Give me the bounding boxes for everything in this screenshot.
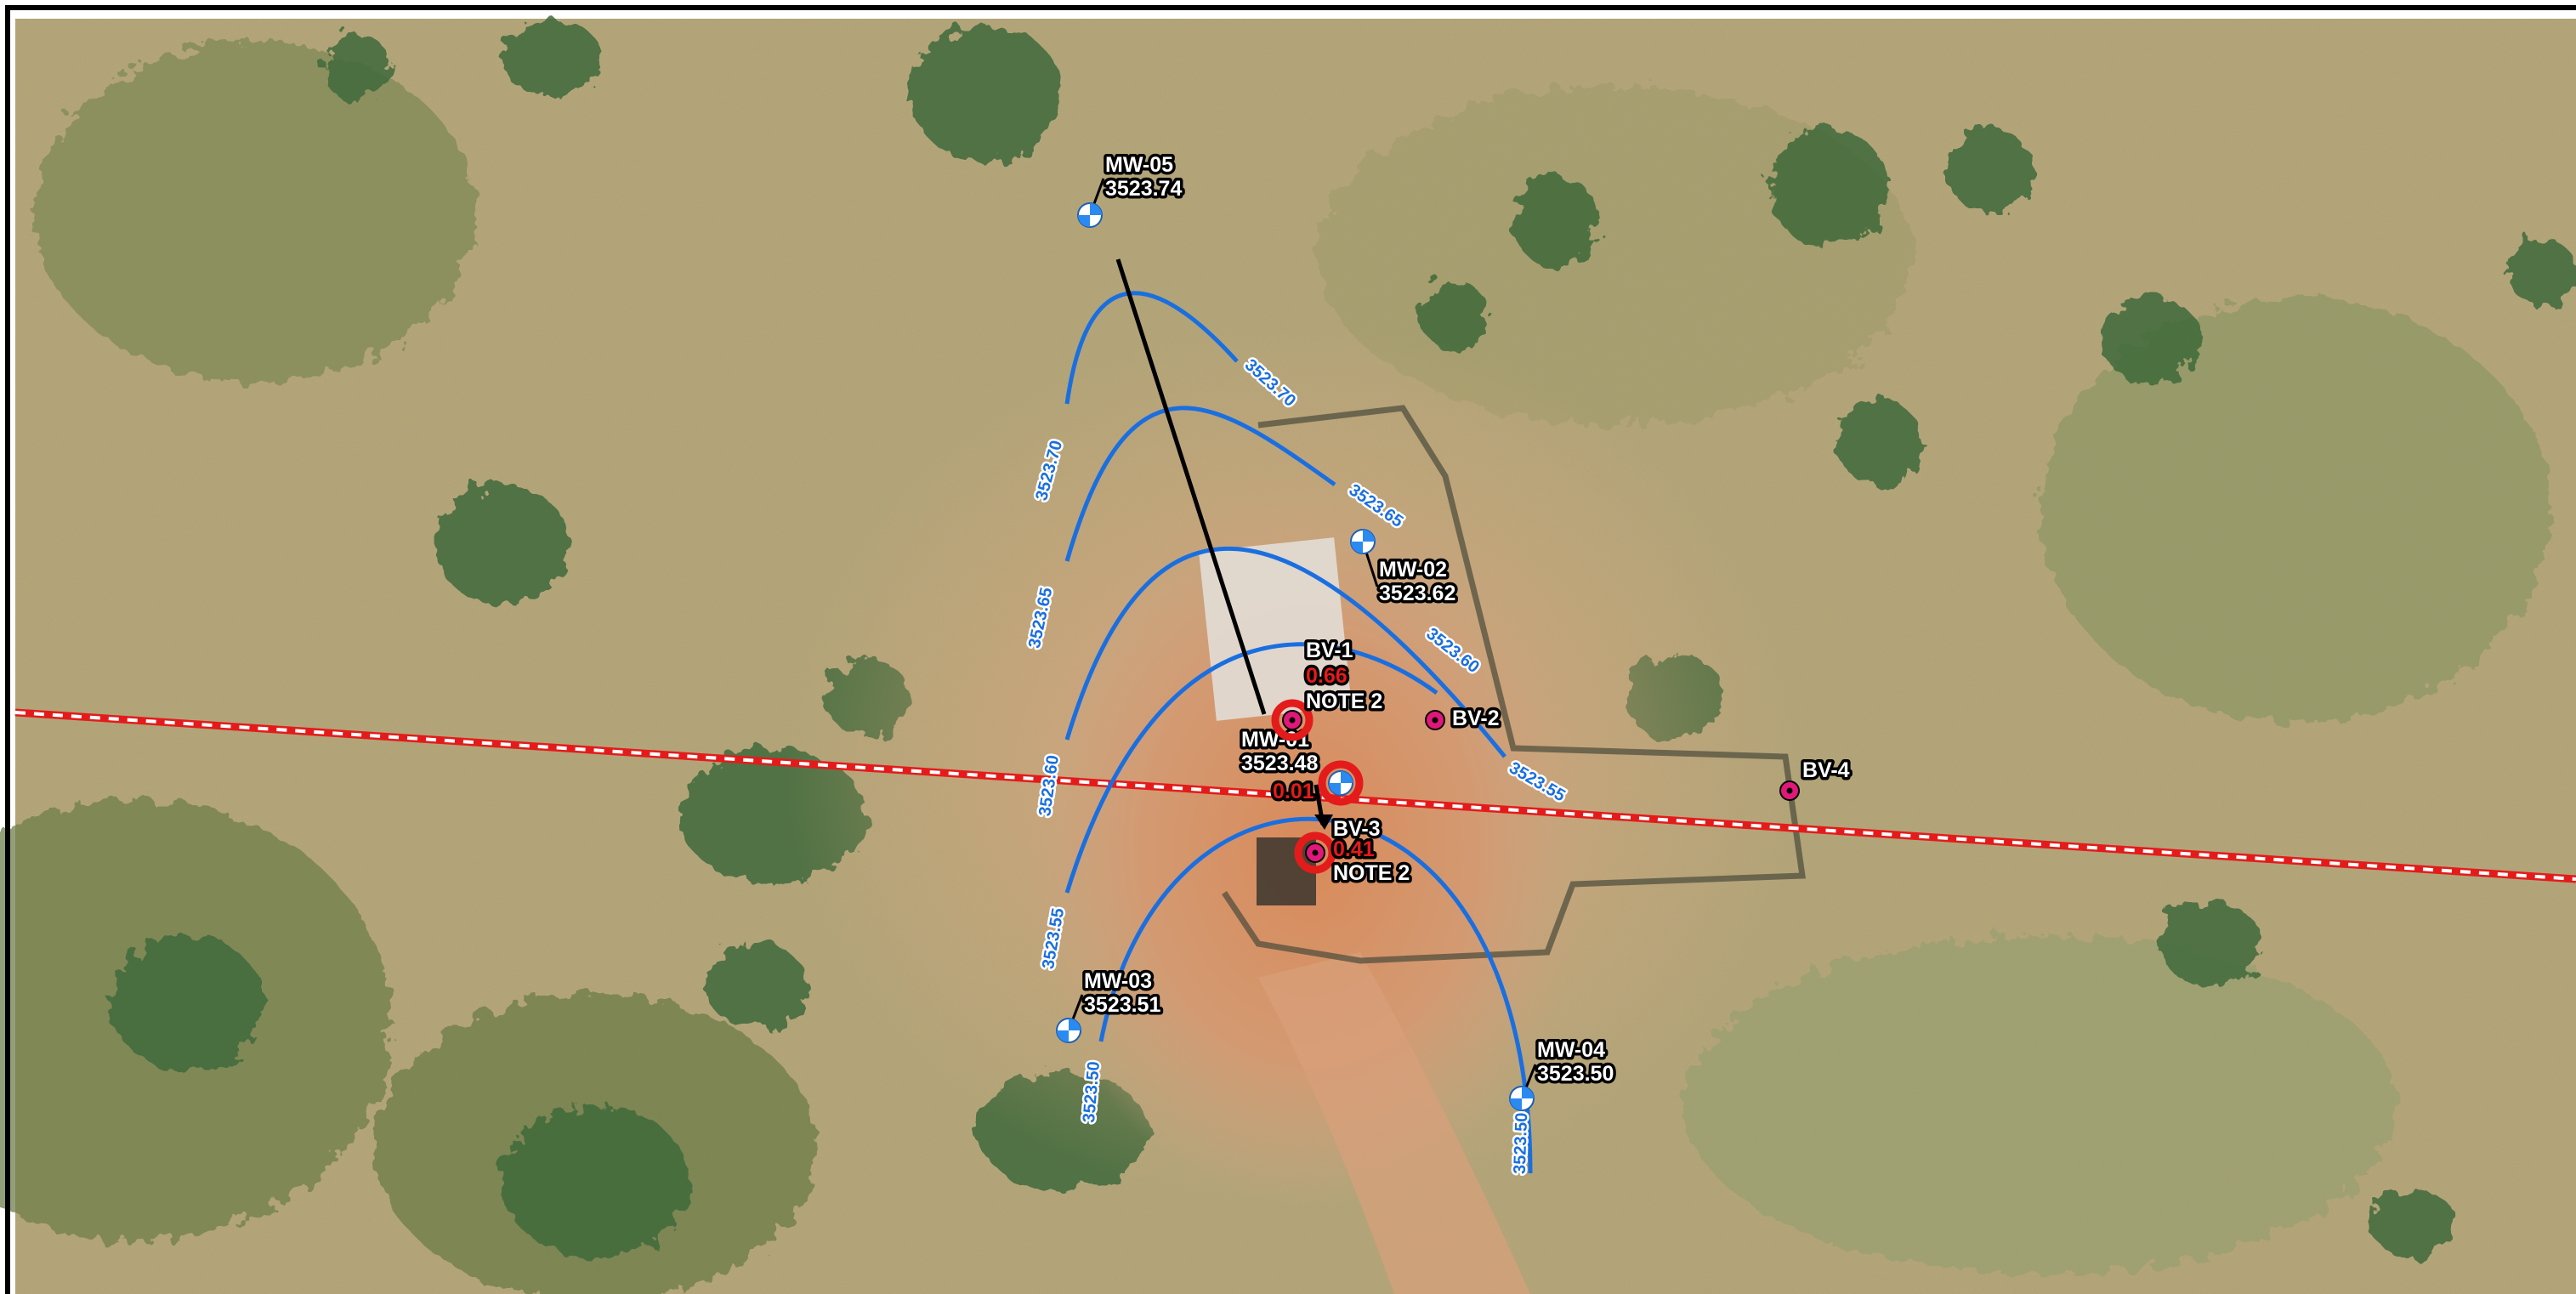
svg-text:0.66: 0.66 bbox=[1306, 664, 1348, 688]
svg-text:3523.51: 3523.51 bbox=[1084, 993, 1160, 1017]
soil-boring-icon bbox=[1271, 699, 1314, 741]
svg-text:BV-1: BV-1 bbox=[1306, 638, 1353, 662]
groundwater-contours bbox=[1064, 291, 1533, 1174]
soil-boring-icon bbox=[1425, 710, 1445, 730]
svg-text:3523.50: 3523.50 bbox=[1537, 1062, 1614, 1086]
svg-text:BV-4: BV-4 bbox=[1802, 758, 1850, 782]
map-border bbox=[5, 5, 2576, 1294]
svg-text:BV-2: BV-2 bbox=[1452, 707, 1500, 730]
svg-text:0.41: 0.41 bbox=[1333, 837, 1375, 861]
contour-3523-60 bbox=[1064, 546, 1506, 758]
svg-text:0.66: 0.66 bbox=[1306, 664, 1348, 688]
monitoring-wells: MW-05MW-053523.743523.74MW-02MW-023523.6… bbox=[1056, 150, 1617, 1111]
site-boundary-line bbox=[14, 708, 2576, 883]
svg-text:MW-03: MW-03 bbox=[1084, 969, 1152, 993]
contour-3523-50 bbox=[1098, 816, 1533, 1174]
monitoring-well-icon bbox=[1350, 529, 1376, 554]
monitoring-well-icon bbox=[1509, 1086, 1535, 1111]
svg-text:BV-2: BV-2 bbox=[1452, 707, 1500, 730]
svg-text:3523.50: 3523.50 bbox=[1511, 1112, 1532, 1174]
svg-text:MW-05: MW-05 bbox=[1105, 153, 1173, 177]
boring-id-label: BV-4BV-4 bbox=[1800, 756, 1853, 786]
svg-text:3523.62: 3523.62 bbox=[1379, 582, 1455, 605]
svg-text:3523.48: 3523.48 bbox=[1241, 752, 1318, 775]
svg-text:BV-3: BV-3 bbox=[1333, 817, 1381, 841]
svg-text:3523.74: 3523.74 bbox=[1105, 177, 1182, 201]
soil-boring-icon bbox=[1294, 831, 1336, 874]
svg-text:0.01: 0.01 bbox=[1273, 780, 1314, 803]
svg-text:MW-03: MW-03 bbox=[1084, 969, 1152, 993]
boring-value-label: 0.660.66 bbox=[1303, 661, 1351, 691]
monitoring-well-icon bbox=[1077, 202, 1103, 228]
svg-text:3523.62: 3523.62 bbox=[1379, 582, 1455, 605]
boring-id-label: BV-2BV-2 bbox=[1450, 704, 1503, 734]
svg-text:NOTE 2: NOTE 2 bbox=[1306, 690, 1382, 713]
contour-3523-65 bbox=[1064, 406, 1336, 562]
svg-text:MW-02: MW-02 bbox=[1379, 558, 1447, 582]
svg-text:MW-04: MW-04 bbox=[1537, 1038, 1605, 1062]
svg-text:MW-05: MW-05 bbox=[1105, 153, 1173, 177]
svg-text:MW-02: MW-02 bbox=[1379, 558, 1447, 582]
svg-text:3523.50: 3523.50 bbox=[1511, 1112, 1532, 1174]
boring-id-label: BV-3BV-3 bbox=[1331, 814, 1384, 844]
svg-text:NOTE 2: NOTE 2 bbox=[1333, 861, 1410, 885]
boring-id-label: BV-1BV-1 bbox=[1303, 636, 1357, 666]
svg-text:MW-04: MW-04 bbox=[1537, 1038, 1605, 1062]
svg-text:NOTE 2: NOTE 2 bbox=[1306, 690, 1382, 713]
svg-text:3523.50: 3523.50 bbox=[1537, 1062, 1614, 1086]
svg-text:BV-4: BV-4 bbox=[1802, 758, 1850, 782]
svg-text:NOTE 2: NOTE 2 bbox=[1333, 861, 1410, 885]
svg-text:BV-1: BV-1 bbox=[1306, 638, 1353, 662]
soil-boring-icon bbox=[1779, 780, 1800, 801]
monitoring-well-icon bbox=[1056, 1018, 1081, 1043]
mw-01-value-label: 0.010.01 bbox=[1270, 777, 1318, 807]
svg-text:3523.51: 3523.51 bbox=[1084, 993, 1160, 1017]
flow-direction-line bbox=[1115, 258, 1267, 715]
monitoring-well-icon bbox=[1318, 760, 1364, 806]
svg-text:3523.48: 3523.48 bbox=[1241, 752, 1318, 775]
svg-text:BV-3: BV-3 bbox=[1333, 817, 1381, 841]
svg-text:3523.74: 3523.74 bbox=[1105, 177, 1182, 201]
svg-text:0.41: 0.41 bbox=[1333, 837, 1375, 861]
svg-text:0.01: 0.01 bbox=[1273, 780, 1314, 803]
boring-value-label: 0.410.41 bbox=[1331, 835, 1378, 865]
flow-direction-arrowhead bbox=[1314, 814, 1333, 830]
